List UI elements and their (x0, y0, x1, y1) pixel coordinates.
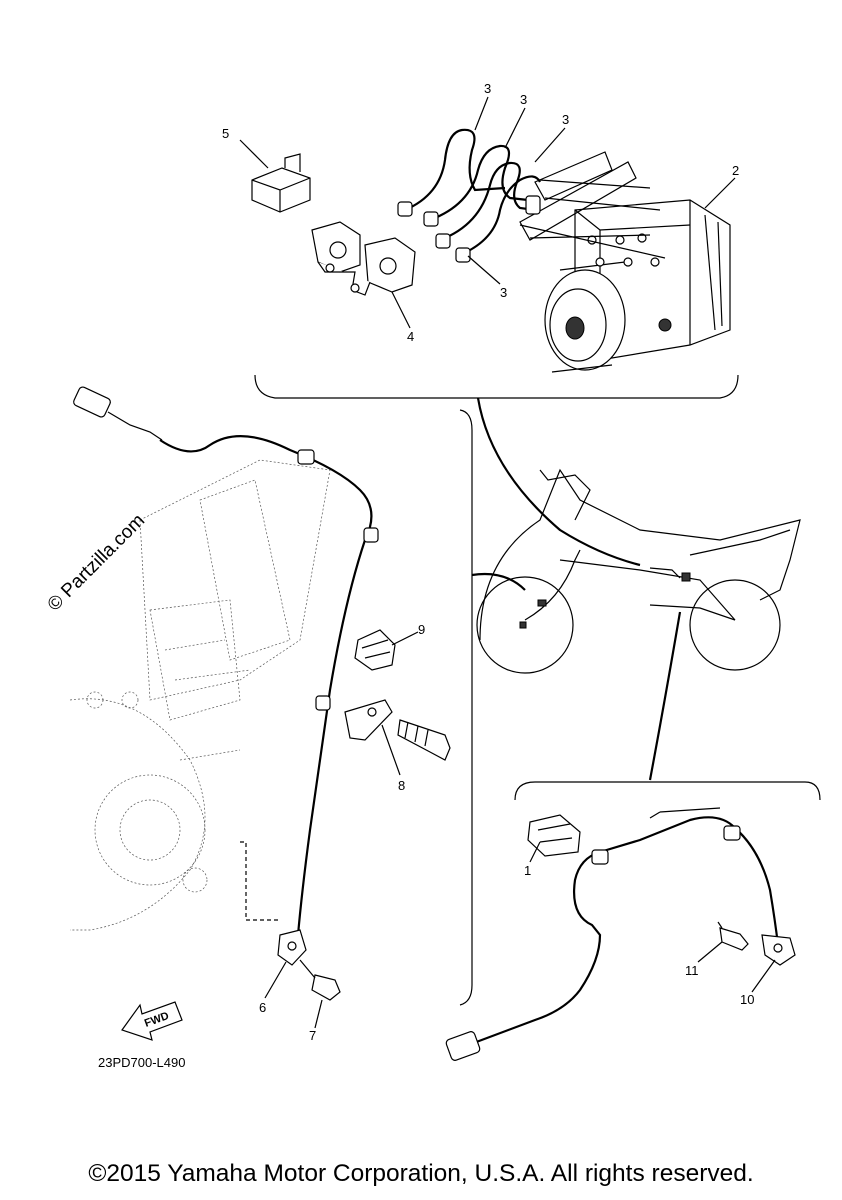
abs-hydraulic-unit (544, 199, 731, 373)
callout-2: 2 (732, 163, 739, 178)
callout-3a: 3 (484, 81, 491, 96)
callout-4: 4 (407, 329, 414, 344)
watermark: © Partzilla.com (44, 510, 149, 615)
clamp (354, 629, 396, 671)
callout-3b: 3 (520, 92, 527, 107)
section-bracket-rear (514, 781, 821, 801)
callout-3d: 3 (500, 285, 507, 300)
brake-pipes (397, 128, 541, 263)
callout-10: 10 (740, 992, 754, 1007)
sensor-bracket (344, 699, 451, 761)
rear-wheel-sensor (445, 807, 796, 1061)
section-bracket-top (254, 374, 739, 399)
callout-5: 5 (222, 126, 229, 141)
fwd-arrow: FWD (121, 1001, 183, 1041)
callout-11: 11 (685, 963, 699, 978)
rear-clamp (527, 814, 581, 857)
callout-6: 6 (259, 1000, 266, 1015)
callout-1: 1 (524, 863, 531, 878)
pipe-connection-guides (519, 151, 666, 259)
callout-3c: 3 (562, 112, 569, 127)
leader-bracket-to-bike (471, 572, 526, 591)
section-bracket-right (459, 409, 473, 1006)
leader-bike-to-rear (648, 611, 682, 781)
callout-leaders (239, 96, 776, 1029)
motorcycle-outline (476, 468, 801, 674)
callout-8: 8 (398, 778, 405, 793)
callout-7: 7 (309, 1028, 316, 1043)
part-code: 23PD700-L490 (98, 1055, 185, 1070)
front-fork-ghost (69, 459, 331, 931)
bolt-7 (299, 959, 341, 1001)
coupler (251, 153, 311, 213)
bolt-11 (717, 921, 749, 951)
sensor-guide-line (240, 841, 280, 921)
front-wheel-sensor (73, 386, 379, 966)
copyright-notice: ©2015 Yamaha Motor Corporation, U.S.A. A… (88, 1160, 754, 1187)
brake-joint (311, 221, 416, 296)
leader-top-to-bike (476, 397, 641, 567)
callout-9: 9 (418, 622, 425, 637)
